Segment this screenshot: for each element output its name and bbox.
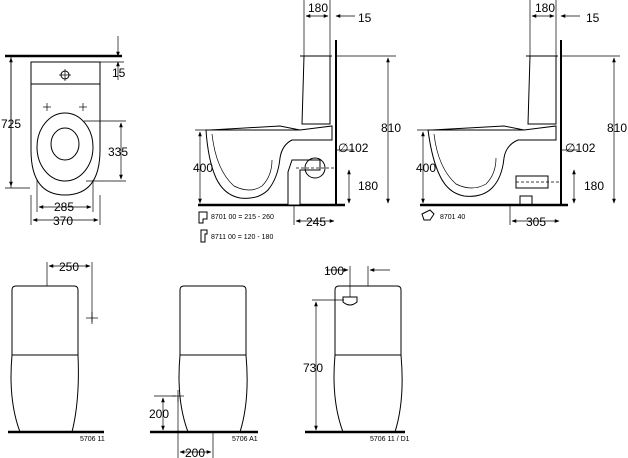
dim-285: 285 xyxy=(54,200,74,214)
dim-102: ∅102 xyxy=(338,141,369,155)
body-right-outline xyxy=(179,285,248,433)
connector-icon-a xyxy=(198,211,208,224)
connector-label: 8701 40 xyxy=(440,214,465,221)
dim-200-offset: 200 xyxy=(185,446,205,458)
mount-hole-right xyxy=(79,103,87,111)
product-code: 5706 A1 xyxy=(232,436,258,443)
connector-icon-b xyxy=(200,229,208,243)
dim-370: 370 xyxy=(53,214,73,228)
elevation-2: 200 200 5706 A1 xyxy=(149,285,258,458)
seat-outer xyxy=(36,112,94,182)
dim-400: 400 xyxy=(416,161,436,175)
seat-inner xyxy=(50,127,80,161)
dim-15-gap: 15 xyxy=(586,11,600,25)
dim-15-gap: 15 xyxy=(358,11,372,25)
flush-valve-icon xyxy=(342,296,358,306)
body-right-outline xyxy=(11,285,79,433)
dim-305: 305 xyxy=(526,215,546,229)
dim-250: 250 xyxy=(59,260,79,274)
cistern-outline xyxy=(301,55,331,125)
dim-335: 335 xyxy=(108,145,128,159)
dim-180-outlet: 180 xyxy=(358,179,378,193)
dim-180-tank: 180 xyxy=(535,1,555,15)
inlet-mark xyxy=(86,312,98,324)
body-left-outline xyxy=(333,290,344,433)
dim-730: 730 xyxy=(303,361,323,375)
dim-400: 400 xyxy=(193,161,213,175)
outlet-circle xyxy=(304,157,326,179)
body-left-outline xyxy=(178,290,189,433)
top-view: 15 725 335 285 370 xyxy=(1,36,128,228)
dim-200-height: 200 xyxy=(149,407,169,421)
dim-245: 245 xyxy=(306,215,326,229)
body-right-outline xyxy=(334,285,403,433)
product-code: 5706 11 xyxy=(80,436,105,443)
dim-15: 15 xyxy=(112,66,126,80)
body-left-outline xyxy=(10,290,21,433)
bowl-outline xyxy=(427,125,557,197)
elevation-3: 100 730 5706 11 / D1 xyxy=(303,264,410,443)
connector-label-a: 8701 00 = 215 - 260 xyxy=(211,214,274,221)
connector-label-b: 8711 00 = 120 - 180 xyxy=(211,234,273,241)
bowl-outline xyxy=(205,125,333,199)
side-view-2: 180 15 810 400 ∅102 180 305 8701 40 xyxy=(416,0,627,229)
cistern-outline xyxy=(527,55,557,125)
dim-100: 100 xyxy=(324,264,344,278)
dim-180-tank: 180 xyxy=(308,1,328,15)
outlet-pipe xyxy=(287,159,321,206)
dim-810: 810 xyxy=(607,121,627,135)
dim-180-outlet: 180 xyxy=(584,179,604,193)
elevation-1: 250 5706 11 xyxy=(8,260,105,443)
dim-725: 725 xyxy=(1,117,21,131)
side-view-1: 180 15 810 400 ∅102 180 245 8701 00 = 21… xyxy=(193,0,401,243)
bowl-outline xyxy=(30,84,101,196)
connector-icon xyxy=(421,209,435,221)
mount-hole-left xyxy=(43,103,51,111)
cistern-outline xyxy=(30,61,101,85)
dim-102: ∅102 xyxy=(565,141,596,155)
product-code: 5706 11 / D1 xyxy=(370,436,410,443)
dim-810: 810 xyxy=(381,121,401,135)
